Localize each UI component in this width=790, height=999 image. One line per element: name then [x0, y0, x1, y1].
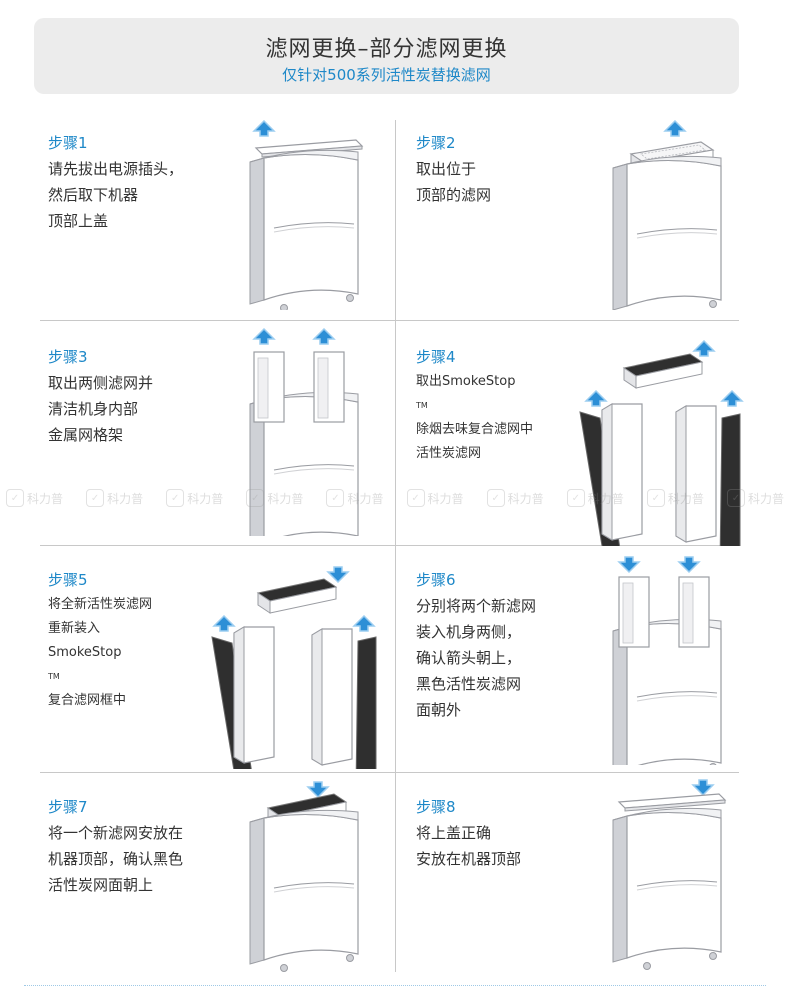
arrow-down-icon — [618, 556, 640, 573]
step-label: 步骤4 — [416, 348, 456, 366]
step-label: 步骤7 — [48, 798, 88, 816]
step-7: 步骤7 将一个新滤网安放在 机器顶部，确认黑色 活性炭网面朝上 — [40, 781, 390, 996]
step-label: 步骤8 — [416, 798, 456, 816]
purifier-illustration — [612, 556, 722, 765]
column-divider — [395, 120, 396, 972]
step-instructions: 分别将两个新滤网 装入机身两侧， 确认箭头朝上， 黑色活性炭滤网 面朝外 — [416, 597, 537, 719]
row-divider-2 — [40, 545, 739, 546]
step-instructions: 将上盖正确 安放在机器顶部 — [416, 824, 522, 868]
arrow-up-icon — [313, 328, 335, 345]
page-title: 滤网更换–部分滤网更换 — [265, 37, 508, 62]
step-2: 步骤2 取出位于 顶部的滤网 — [408, 120, 758, 332]
purifier-illustration — [249, 328, 359, 536]
arrow-up-icon — [721, 390, 743, 407]
step-8: 步骤8 将上盖正确 安放在机器顶部 — [408, 779, 758, 996]
purifier-illustration — [249, 120, 363, 310]
arrow-up-icon — [353, 615, 375, 632]
step-instructions: 取出位于 顶部的滤网 — [416, 160, 492, 204]
bottom-divider — [24, 985, 766, 986]
purifier-illustration — [612, 779, 726, 971]
filter-exploded-illustration — [211, 566, 377, 769]
arrow-up-icon — [253, 328, 275, 345]
step-label: 步骤2 — [416, 134, 456, 152]
step-label: 步骤5 — [48, 571, 88, 589]
step-label: 步骤6 — [416, 571, 456, 589]
arrow-down-icon — [307, 781, 329, 798]
row-divider-3 — [40, 772, 739, 773]
step-instructions: 将一个新滤网安放在 机器顶部，确认黑色 活性炭网面朝上 — [48, 824, 184, 894]
arrow-down-icon — [678, 556, 700, 573]
step-instructions: 取出两侧滤网并 清洁机身内部 金属网格架 — [48, 374, 154, 444]
arrow-up-icon — [213, 615, 235, 632]
step-3: 步骤3 取出两侧滤网并 清洁机身内部 金属网格架 — [40, 328, 390, 546]
step-instructions: 请先拔出电源插头， 然后取下机器 顶部上盖 — [48, 160, 184, 230]
step-1: 步骤1 请先拔出电源插头， 然后取下机器 顶部上盖 — [40, 120, 390, 332]
header-banner: 滤网更换–部分滤网更换 仅针对500系列活性炭替换滤网 — [34, 18, 739, 94]
row-divider-1 — [40, 320, 739, 321]
filter-exploded-illustration — [579, 340, 743, 546]
page-subtitle: 仅针对500系列活性炭替换滤网 — [282, 66, 491, 84]
step-label: 步骤1 — [48, 134, 88, 152]
arrow-up-icon — [664, 120, 686, 137]
arrow-up-icon — [585, 390, 607, 407]
step-6: 步骤6 分别将两个新滤网 装入机身两侧， 确认箭头朝上， 黑色活性炭滤网 面朝外 — [408, 556, 758, 769]
arrow-down-icon — [327, 566, 349, 583]
step-label: 步骤3 — [48, 348, 88, 366]
brand-logo-icon: ✓ — [6, 489, 24, 507]
arrow-up-icon — [693, 340, 715, 357]
purifier-illustration — [249, 781, 359, 973]
purifier-illustration — [612, 120, 722, 310]
arrow-up-icon — [253, 120, 275, 137]
arrow-down-icon — [692, 779, 714, 796]
